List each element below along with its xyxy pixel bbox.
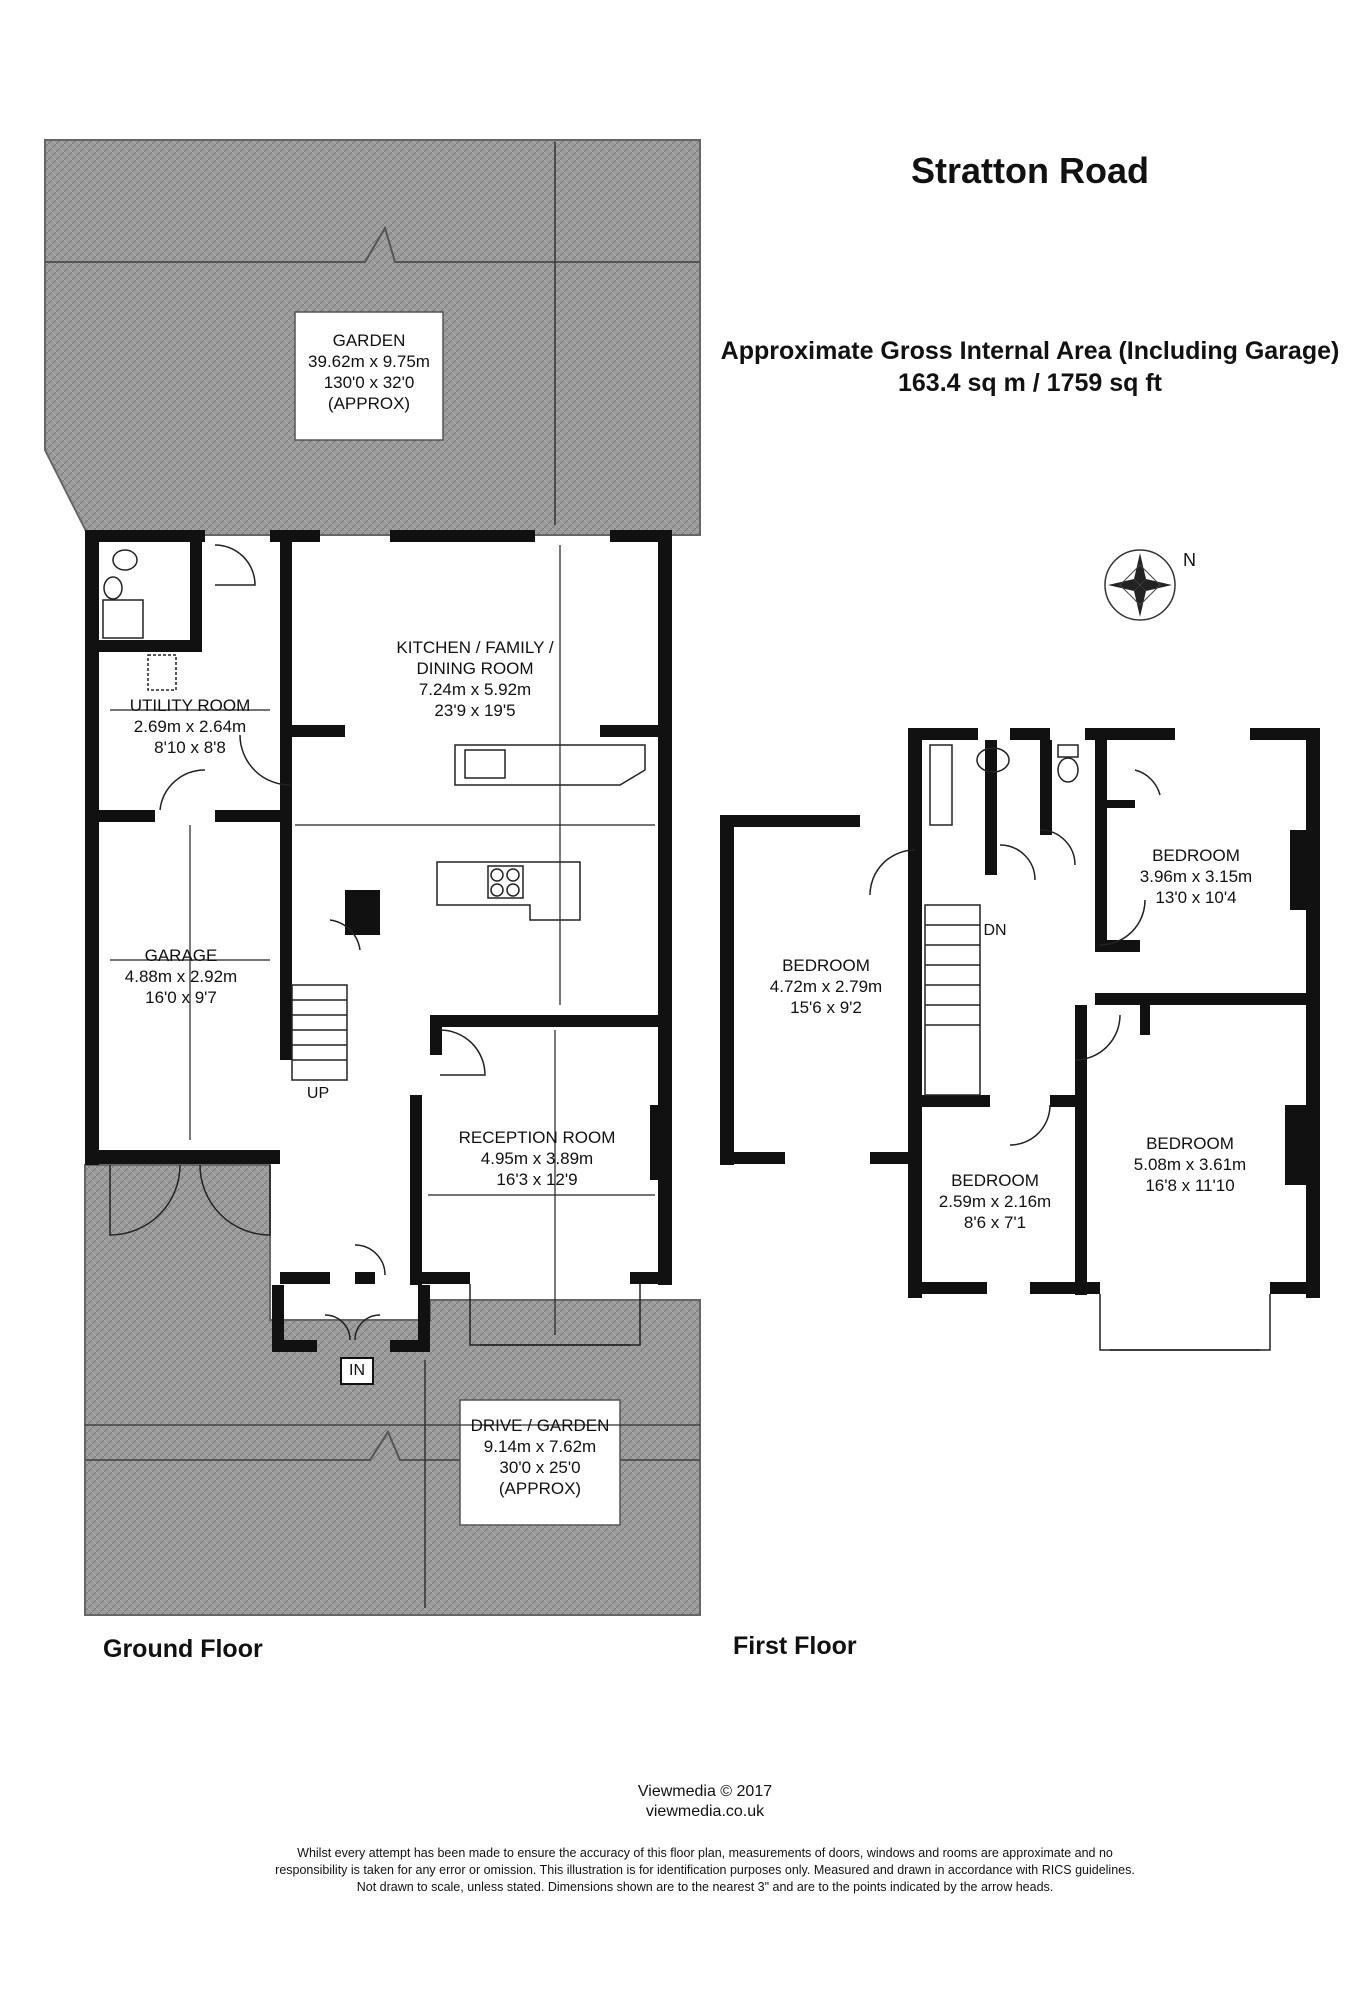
- room-garden: GARDEN 39.62m x 9.75m 130'0 x 32'0 (APPR…: [308, 330, 430, 414]
- room-metric: 4.72m x 2.79m: [769, 977, 883, 996]
- room-drive-garden: DRIVE / GARDEN 9.14m x 7.62m 30'0 x 25'0…: [471, 1415, 610, 1499]
- room-imperial: 8'10 x 8'8: [154, 738, 226, 757]
- room-name: UTILITY ROOM: [129, 696, 251, 715]
- area-line-2: 163.4 sq m / 1759 sq ft: [897, 369, 1163, 397]
- credit-link[interactable]: viewmedia.co.uk: [645, 1803, 765, 1820]
- disclaimer: Whilst every attempt has been made to en…: [275, 1845, 1135, 1896]
- room-imperial: 8'6 x 7'1: [963, 1213, 1027, 1232]
- ground-floor-walls: [85, 530, 672, 1352]
- room-note: (APPROX): [498, 1479, 582, 1498]
- room-garage: GARAGE 4.88m x 2.92m 16'0 x 9'7: [125, 945, 237, 1008]
- room-name: BEDROOM: [782, 956, 870, 975]
- credit-line-1: Viewmedia © 2017: [637, 1783, 773, 1800]
- room-name: BEDROOM: [1146, 1134, 1234, 1153]
- room-metric: 5.08m x 3.61m: [1133, 1155, 1247, 1174]
- room-bedroom-left: BEDROOM 4.72m x 2.79m 15'6 x 9'2: [770, 955, 882, 1018]
- disclaimer-line-2: responsibility is taken for any error or…: [275, 1863, 1135, 1877]
- room-note: (APPROX): [327, 394, 411, 413]
- room-bedroom-front-right: BEDROOM 5.08m x 3.61m 16'8 x 11'10: [1134, 1133, 1246, 1196]
- stairs-down-label: DN: [983, 922, 1007, 939]
- room-utility: UTILITY ROOM 2.69m x 2.64m 8'10 x 8'8: [130, 695, 251, 758]
- room-name: RECEPTION ROOM: [458, 1128, 616, 1147]
- gross-internal-area: Approximate Gross Internal Area (Includi…: [721, 335, 1340, 399]
- rear-garden: [44, 139, 701, 536]
- front-drive-garden: [84, 1164, 701, 1616]
- ground-floor-label: Ground Floor: [103, 1635, 263, 1663]
- room-metric: 2.69m x 2.64m: [133, 717, 247, 736]
- credit: Viewmedia © 2017 viewmedia.co.uk: [638, 1782, 772, 1822]
- room-metric: 3.96m x 3.15m: [1139, 867, 1253, 886]
- first-floor-fixtures: [869, 744, 1271, 1351]
- room-name: DRIVE / GARDEN: [470, 1416, 610, 1435]
- room-imperial: 13'0 x 10'4: [1155, 888, 1237, 907]
- room-bedroom-top-right: BEDROOM 3.96m x 3.15m 13'0 x 10'4: [1140, 845, 1252, 908]
- room-name-2: DINING ROOM: [416, 659, 534, 678]
- room-metric: 7.24m x 5.92m: [418, 680, 532, 699]
- first-floor-label: First Floor: [733, 1632, 857, 1660]
- room-metric: 4.95m x 3.89m: [480, 1149, 594, 1168]
- room-name-1: KITCHEN / FAMILY /: [396, 638, 554, 657]
- room-imperial: 16'0 x 9'7: [145, 988, 217, 1007]
- room-imperial: 30'0 x 25'0: [499, 1458, 581, 1477]
- room-imperial: 16'3 x 12'9: [496, 1170, 578, 1189]
- room-metric: 4.88m x 2.92m: [124, 967, 238, 986]
- entrance-label: IN: [340, 1357, 374, 1385]
- dimension-arrows-ground: [110, 545, 655, 1335]
- room-metric: 39.62m x 9.75m: [308, 352, 430, 371]
- room-imperial: 23'9 x 19'5: [434, 701, 516, 720]
- room-imperial: 15'6 x 9'2: [790, 998, 862, 1017]
- room-name: GARDEN: [332, 331, 406, 350]
- property-title: Stratton Road: [911, 150, 1149, 191]
- ground-floor-fixtures: [102, 544, 646, 1346]
- room-bedroom-small: BEDROOM 2.59m x 2.16m 8'6 x 7'1: [939, 1170, 1051, 1233]
- stairs-up-label: UP: [306, 1085, 330, 1102]
- north-label: N: [1183, 550, 1196, 570]
- disclaimer-line-3: Not drawn to scale, unless stated. Dimen…: [356, 1880, 1054, 1894]
- room-metric: 9.14m x 7.62m: [483, 1437, 597, 1456]
- room-metric: 2.59m x 2.16m: [938, 1192, 1052, 1211]
- room-name: BEDROOM: [951, 1171, 1039, 1190]
- room-kitchen: KITCHEN / FAMILY / DINING ROOM 7.24m x 5…: [396, 637, 553, 721]
- room-name: GARAGE: [144, 946, 218, 965]
- compass-icon: [1104, 549, 1176, 621]
- room-name: BEDROOM: [1152, 846, 1240, 865]
- first-floor-walls: [720, 728, 1320, 1298]
- room-imperial: 16'8 x 11'10: [1145, 1176, 1235, 1195]
- disclaimer-line-1: Whilst every attempt has been made to en…: [297, 1846, 1113, 1860]
- room-reception: RECEPTION ROOM 4.95m x 3.89m 16'3 x 12'9: [459, 1127, 616, 1190]
- area-line-1: Approximate Gross Internal Area (Includi…: [720, 337, 1340, 365]
- room-imperial: 130'0 x 32'0: [323, 373, 415, 392]
